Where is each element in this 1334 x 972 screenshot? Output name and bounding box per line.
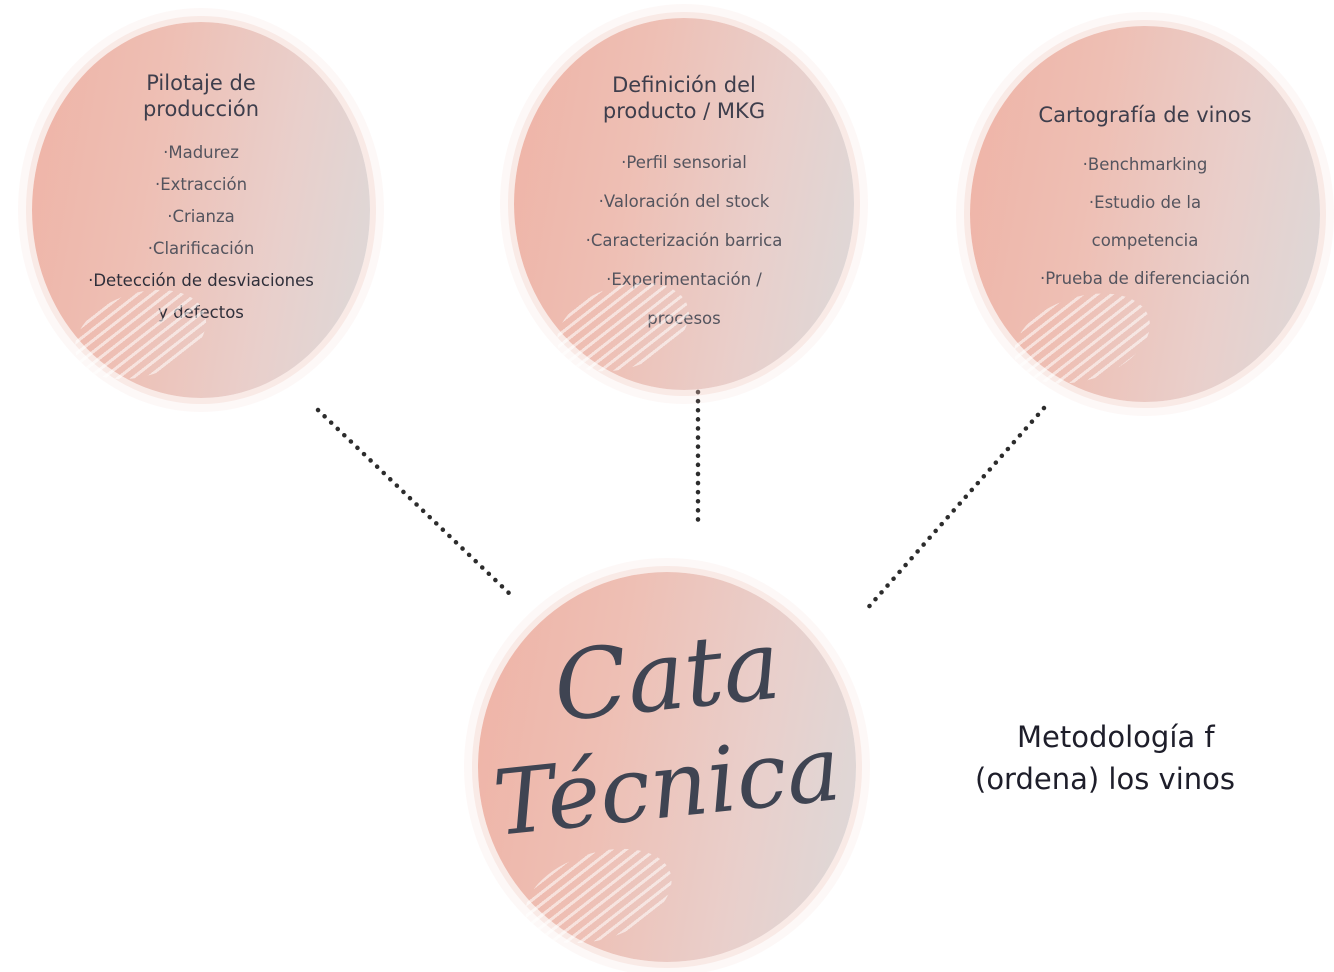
- node-product-items: ·Perfil sensorial ·Valoración del stock …: [514, 143, 854, 338]
- methodology-caption-line1: Metodología f: [1017, 720, 1215, 754]
- list-item: ·Prueba de diferenciación: [1039, 269, 1251, 289]
- list-item: procesos: [647, 308, 721, 328]
- node-wines-title: Cartografía de vinos: [1038, 103, 1252, 127]
- list-item: ·Experimentación /: [606, 269, 762, 289]
- list-item: ·Valoración del stock: [598, 191, 770, 211]
- node-center: Cata Técnica: [478, 572, 856, 962]
- node-product: Definición del producto / MKG ·Perfil se…: [514, 18, 854, 390]
- methodology-caption-line2: (ordena) los vinos: [975, 762, 1235, 796]
- list-item: competencia: [1091, 231, 1199, 251]
- node-wines: Cartografía de vinos ·Benchmarking ·Estu…: [970, 26, 1320, 402]
- list-item: ·Extracción: [154, 174, 248, 194]
- list-item: ·Detección de desviaciones: [88, 270, 314, 290]
- list-item: ·Perfil sensorial: [621, 152, 747, 172]
- node-production-title: Pilotaje de producción: [142, 71, 260, 122]
- list-item: y defectos: [158, 302, 244, 322]
- node-production: Pilotaje de producción ·Madurez ·Extracc…: [32, 22, 370, 398]
- methodology-caption: Metodología f (ordena) los vinos: [975, 716, 1334, 800]
- list-item: ·Caracterización barrica: [585, 230, 783, 250]
- list-item: ·Estudio de la: [1088, 193, 1202, 213]
- list-item: ·Madurez: [163, 142, 239, 162]
- node-wines-items: ·Benchmarking ·Estudio de la competencia…: [970, 146, 1320, 298]
- node-product-title: Definición del producto / MKG: [602, 73, 766, 124]
- node-production-items: ·Madurez ·Extracción ·Crianza ·Clarifica…: [32, 137, 370, 329]
- list-item: ·Benchmarking: [1082, 155, 1208, 175]
- list-item: ·Clarificación: [147, 238, 255, 258]
- list-item: ·Crianza: [167, 206, 235, 226]
